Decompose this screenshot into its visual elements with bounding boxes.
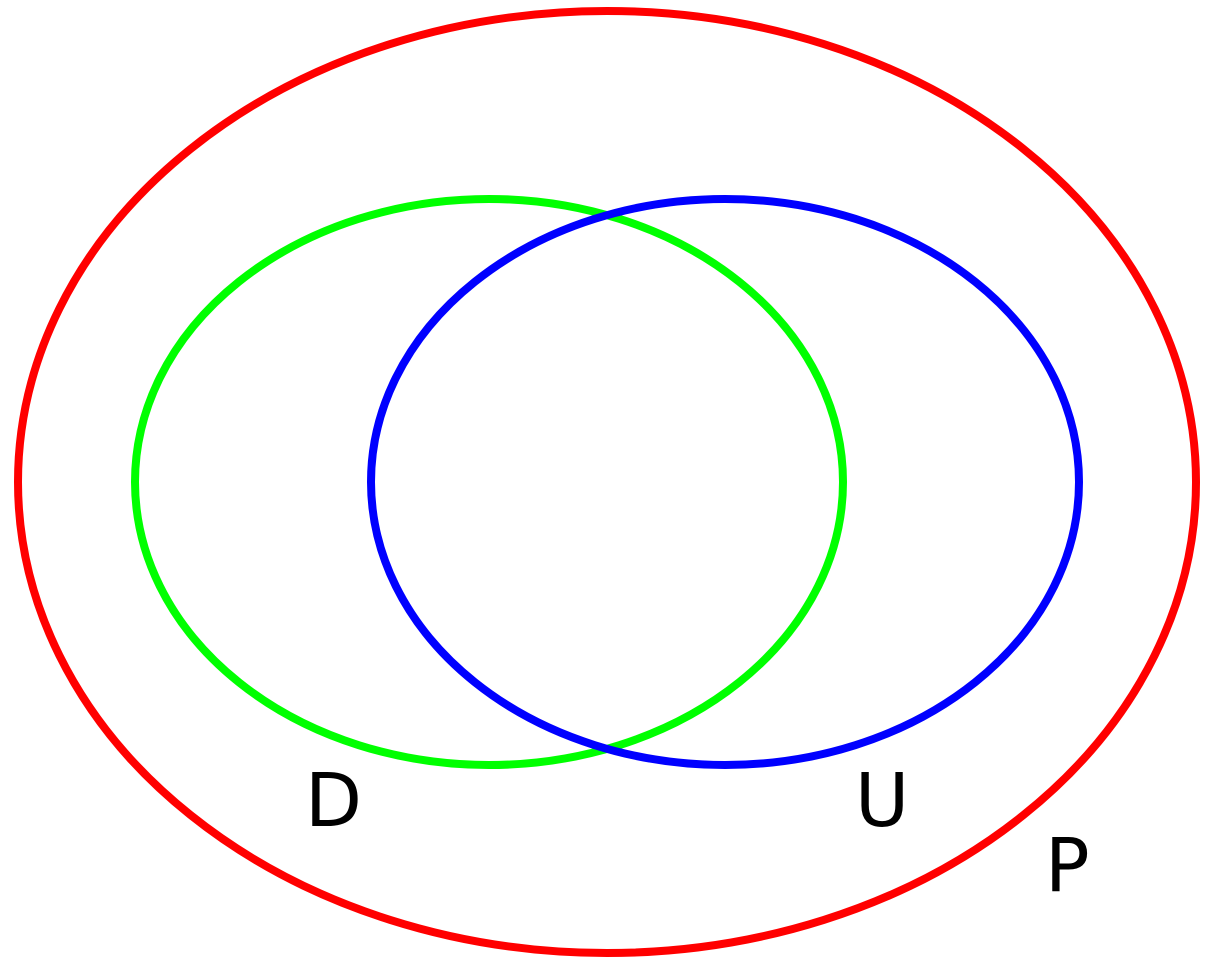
outer-set-ellipse (14, 7, 1200, 957)
right-set-label: U (855, 758, 909, 844)
outer-set-label: P (1045, 823, 1090, 909)
left-set-ellipse (131, 195, 847, 769)
left-set-label: D (305, 758, 362, 844)
right-set-ellipse (367, 195, 1083, 769)
